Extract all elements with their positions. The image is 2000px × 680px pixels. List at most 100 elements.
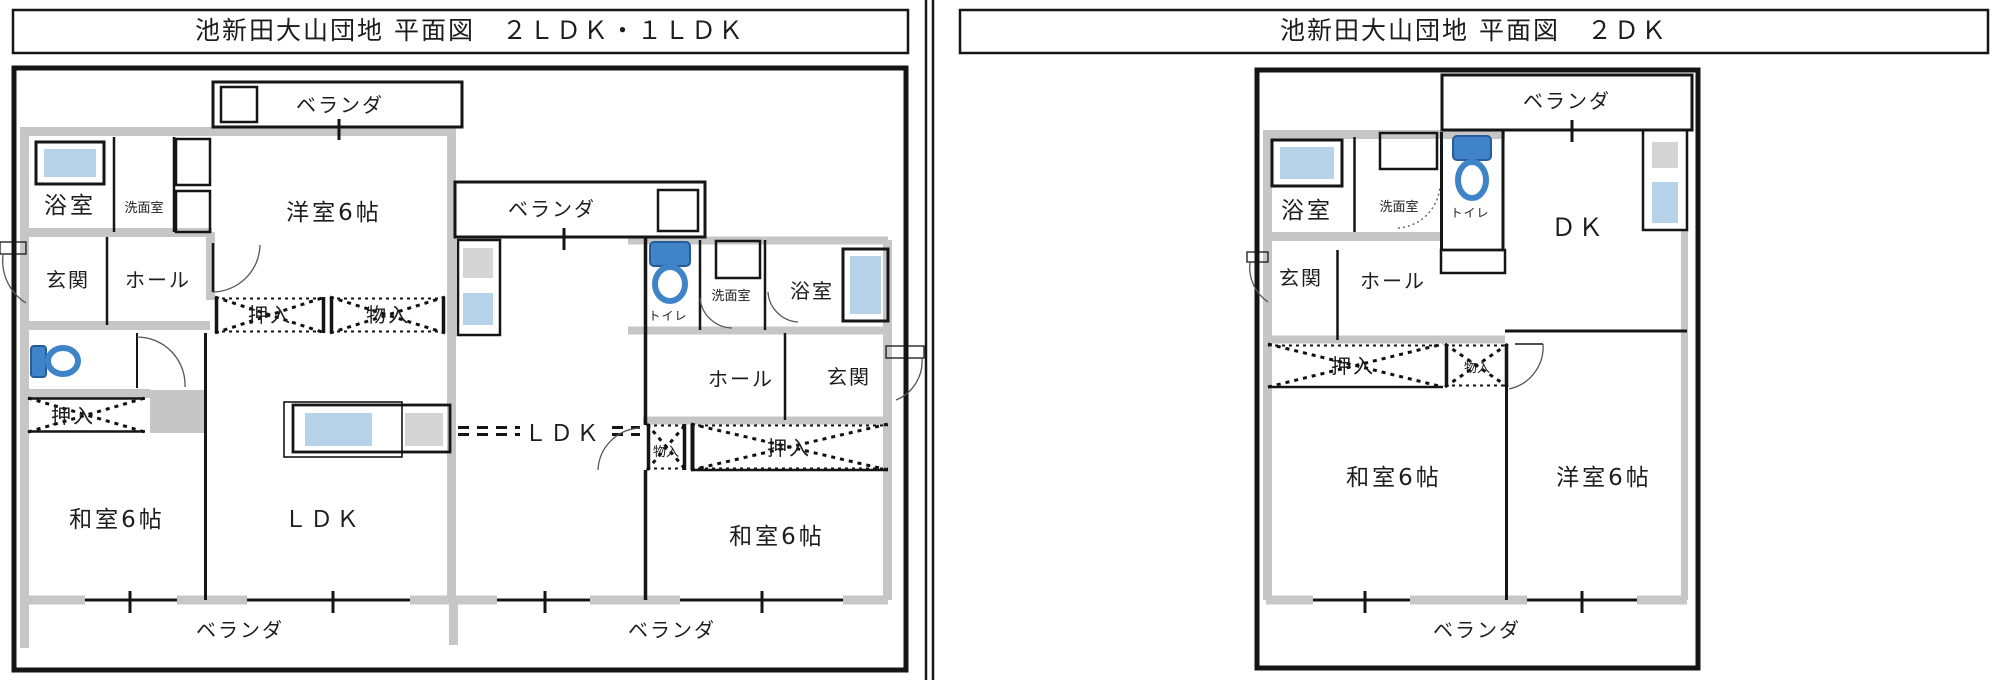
kitchen-unit — [1641, 128, 1689, 232]
right-plan-outline — [1254, 67, 1701, 671]
hall-door-arc — [212, 244, 261, 293]
entrance-door-leaf — [885, 345, 925, 359]
right-japanese-room-label: 和室6帖 — [1346, 465, 1442, 491]
unit-a-washroom-label: 洗面室 — [124, 200, 163, 216]
unit-b-bath-label: 浴室 — [790, 279, 834, 303]
bathtub — [841, 247, 890, 323]
right-storage: 物入 — [1444, 342, 1509, 389]
unit-a-entrance-label: 玄関 — [46, 268, 90, 292]
right-closet-label: 押入 — [1331, 354, 1375, 378]
toilet-icon — [652, 264, 688, 304]
bathtub-water — [1280, 147, 1334, 179]
right-dk: ＤＫ — [1505, 128, 1689, 333]
right-western-room-label: 洋室6帖 — [1556, 465, 1652, 491]
toilet-icon — [30, 345, 47, 378]
left-title: 池新田大山団地 平面図 ２ＬＤＫ・１ＬＤＫ — [195, 16, 745, 45]
right-balcony-bottom: ベランダ — [1313, 591, 1637, 642]
unit-b-closet-label: 押入 — [767, 436, 811, 460]
unit-b-storage: 物入 — [645, 423, 688, 471]
unit-a-balcony-top-label: ベランダ — [296, 93, 384, 117]
right-bath: 浴室 — [1270, 137, 1356, 232]
unit-b-ldk-label: ＬＤＫ — [524, 421, 602, 447]
unit-b-toilet-label: トイレ — [648, 309, 687, 323]
unit-a-entrance-hall: 玄関 ホール — [0, 237, 261, 325]
unit-a-western-room: 洋室6帖 — [286, 200, 382, 226]
right-storage-label: 物入 — [1464, 361, 1490, 376]
right-balcony-top-label: ベランダ — [1523, 89, 1611, 113]
right-washroom: 洗面室 — [1378, 131, 1443, 250]
unit-a-balcony-bottom: ベランダ — [85, 591, 410, 642]
western-room-door-arc — [1508, 343, 1544, 390]
toilet-door-arc — [136, 336, 186, 388]
unit-a-washroom: 洗面室 — [124, 137, 212, 234]
right-bath-label: 浴室 — [1281, 198, 1333, 224]
bath-door-arc — [767, 291, 799, 323]
kitchen-sink — [1652, 182, 1678, 223]
unit-b-kitchen-cabinet — [456, 238, 502, 337]
right-hall-label: ホール — [1360, 269, 1426, 293]
unit-a-kitchen-counter — [283, 401, 452, 458]
storage-box — [174, 189, 212, 234]
unit-a-walls — [20, 127, 458, 648]
unit-b-washroom: 洗面室 — [699, 239, 767, 330]
washer-space — [174, 137, 212, 187]
right-title-box: 池新田大山団地 平面図 ２ＤＫ — [958, 8, 1990, 55]
panel-divider — [924, 0, 935, 680]
washer-space — [714, 239, 762, 280]
toilet-icon — [1452, 135, 1492, 161]
unit-a-closet-upper: 押入 — [214, 295, 326, 335]
unit-a-japanese-room-label: 和室6帖 — [69, 507, 165, 533]
entrance-door-leaf — [1246, 251, 1269, 263]
unit-b-washroom-label: 洗面室 — [711, 288, 750, 304]
right-closet: 押入 — [1267, 342, 1444, 389]
unit-b-bath: 浴室 — [767, 247, 890, 323]
right-washroom-label: 洗面室 — [1379, 199, 1418, 215]
entrance-door-arc — [1249, 261, 1269, 303]
unit-a-storage-upper-label: 物入 — [366, 303, 410, 327]
unit-a-hall-label: ホール — [125, 268, 191, 292]
kitchen-stove — [463, 248, 493, 278]
unit-b-ldk-partition: ＬＤＫ — [458, 421, 641, 471]
unit-a-closet-label: 押入 — [51, 404, 95, 428]
entrance-door-arc — [895, 357, 923, 401]
right-toilet-label: トイレ — [1450, 206, 1489, 220]
unit-a-closet-upper-label: 押入 — [248, 303, 292, 327]
unit-a-toilet — [30, 333, 186, 388]
bathtub — [34, 140, 106, 186]
unit-a-storage-upper: 物入 — [329, 295, 446, 335]
unit-a-western-room-label: 洋室6帖 — [286, 200, 382, 226]
unit-a-balcony-top: ベランダ — [211, 80, 464, 140]
left-title-box: 池新田大山団地 平面図 ２ＬＤＫ・１ＬＤＫ — [11, 8, 910, 55]
unit-a-closet: 押入 — [27, 396, 146, 434]
unit-b-toilet: トイレ — [648, 240, 702, 330]
unit-b-balcony-top-label: ベランダ — [508, 197, 596, 221]
pipe-space — [1439, 248, 1507, 275]
kitchen-stove — [1652, 142, 1678, 168]
balcony-equipment-box — [656, 188, 700, 233]
unit-a-floor — [25, 127, 452, 645]
unit-b-closet: 押入 — [690, 422, 889, 472]
washer-space — [1378, 131, 1439, 171]
unit-b-storage-label: 物入 — [653, 445, 679, 460]
bathtub-water — [850, 256, 881, 314]
left-plan-outline — [11, 65, 909, 673]
unit-b-entrance-hall: ホール 玄関 — [708, 333, 925, 420]
unit-b-balcony-top: ベランダ — [453, 180, 707, 250]
entrance-door-leaf — [0, 241, 27, 255]
toilet-icon — [45, 345, 81, 377]
unit-a-bath: 浴室 — [34, 137, 116, 232]
left-floor-plan: ベランダ ベランダ 浴室 洗面室 洋室6帖 玄関 — [0, 65, 925, 673]
toilet-icon — [649, 241, 691, 267]
right-balcony-top: ベランダ — [1440, 73, 1694, 142]
right-entrance-hall: 玄関 ホール — [1246, 250, 1426, 340]
unit-a-bath-label: 浴室 — [44, 193, 96, 219]
dk-door-arc — [597, 427, 641, 471]
right-title: 池新田大山団地 平面図 ２ＤＫ — [1280, 16, 1668, 45]
right-entrance-label: 玄関 — [1279, 266, 1323, 290]
unit-b-entrance-label: 玄関 — [827, 365, 871, 389]
balcony-equipment-box — [219, 85, 259, 124]
unit-a-balcony-bottom-label: ベランダ — [196, 618, 284, 642]
unit-a-ldk-label: ＬＤＫ — [284, 507, 362, 533]
toilet-icon — [1455, 159, 1489, 201]
